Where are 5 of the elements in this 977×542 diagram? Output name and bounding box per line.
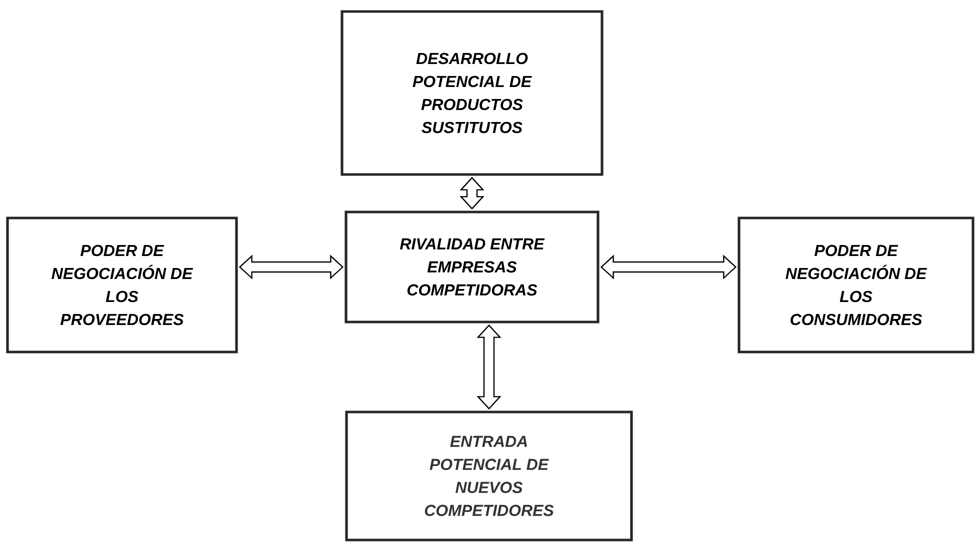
box: DESARROLLO POTENCIAL DE PRODUCTOS SUSTITUTOS — [340, 10, 604, 176]
box: RIVALIDAD ENTRE EMPRESAS COMPETIDORAS — [344, 210, 600, 324]
box: PODER DE NEGOCIACIÓN DE LOS PROVEEDORES — [6, 216, 238, 354]
box: PODER DE NEGOCIACIÓN DE LOS CONSUMIDORES — [738, 216, 974, 354]
box: ENTRADA POTENCIAL DE NUEVOS COMPETIDORES — [345, 410, 633, 542]
